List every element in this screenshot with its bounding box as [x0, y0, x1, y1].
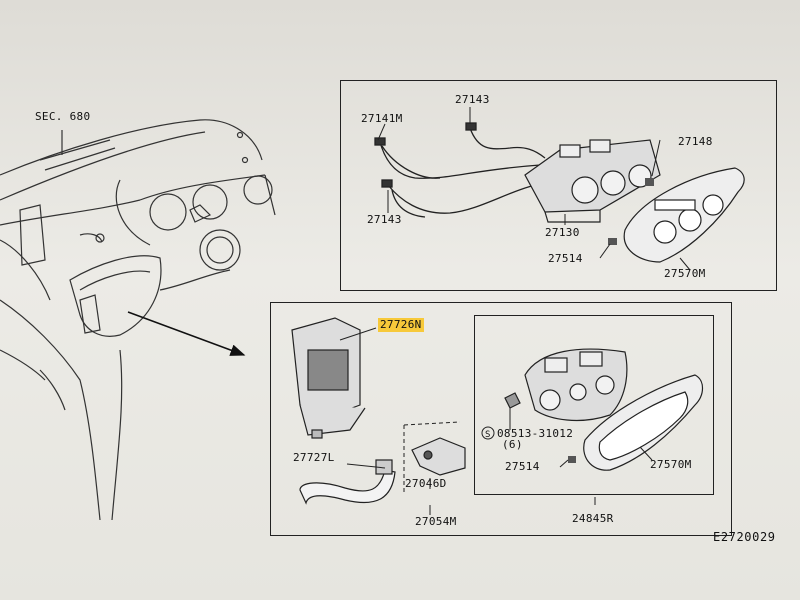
label-24845r: 24845R — [572, 512, 614, 525]
label-27726n-highlighted: 27726N — [378, 318, 424, 332]
label-sec-680: SEC. 680 — [35, 110, 91, 123]
heater-control-unit — [524, 139, 661, 223]
label-27130: 27130 — [545, 226, 580, 239]
label-27141m: 27141M — [361, 112, 403, 125]
label-27143-bottom: 27143 — [367, 213, 402, 226]
lower-assembly-frame — [270, 302, 732, 536]
part-27514-clip-top — [608, 238, 617, 245]
screw-symbol — [481, 426, 495, 440]
label-27054m: 27054M — [415, 515, 457, 528]
diagram-code: E2720029 — [713, 530, 776, 544]
label-screw-code: 08513-31012 — [497, 427, 574, 440]
part-27148-clip — [645, 178, 654, 186]
control-cables — [374, 122, 546, 218]
label-27046d: 27046D — [405, 477, 447, 490]
aspirator-hose — [299, 459, 396, 505]
label-27727l: 27727L — [293, 451, 335, 464]
dashboard-sketch — [0, 119, 276, 521]
finisher-panel-lower — [583, 374, 704, 471]
svg-text:S: S — [485, 430, 490, 440]
label-27514-top: 27514 — [548, 252, 583, 265]
label-27143-top: 27143 — [455, 93, 490, 106]
callout-arrow — [127, 311, 246, 356]
aspirator-module — [291, 317, 366, 439]
label-27570m-top: 27570M — [664, 267, 706, 280]
control-unit-subframe — [474, 315, 714, 495]
part-27514-clip-bottom — [568, 456, 576, 463]
screw — [504, 392, 521, 409]
label-screw-qty: (6) — [502, 438, 523, 451]
sensor-bracket — [411, 437, 466, 476]
label-27570m-bottom: 27570M — [650, 458, 692, 471]
label-27514-bottom: 27514 — [505, 460, 540, 473]
finisher-panel-upper — [623, 167, 745, 263]
upper-assembly-frame — [340, 80, 777, 291]
climate-control-unit — [524, 348, 628, 421]
label-27148: 27148 — [678, 135, 713, 148]
